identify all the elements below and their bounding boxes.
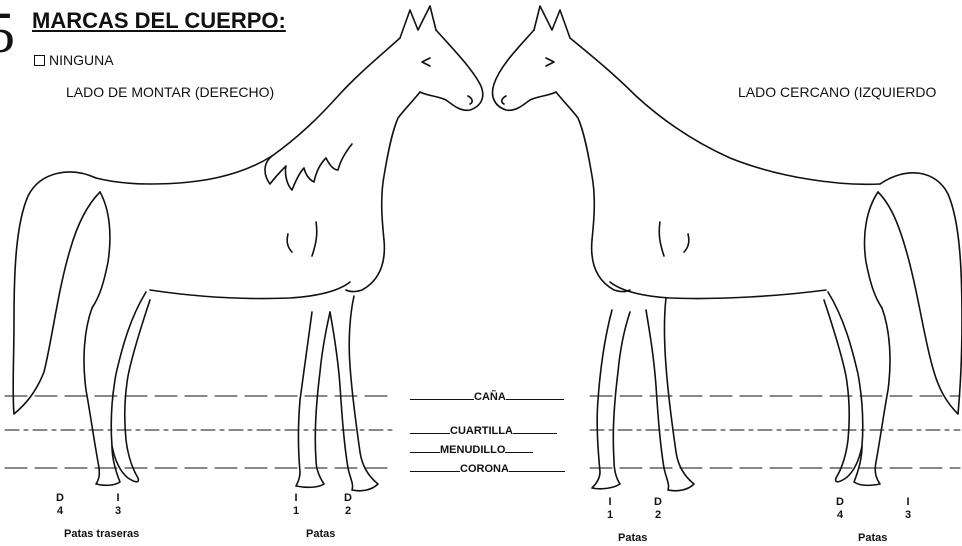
mane-back [570, 38, 880, 184]
hind-legs-title: Patas [858, 532, 887, 544]
section-title: MARCAS DEL CUERPO: [32, 8, 286, 34]
none-checkbox[interactable] [34, 55, 45, 66]
section-number: 5 [0, 4, 15, 62]
eye [546, 58, 554, 66]
zone-cuartilla: CUARTILLA [410, 424, 580, 437]
zone-menudillo-label: MENUDILLO [440, 444, 505, 456]
nostril [468, 96, 472, 104]
zone-corona: CORONA [410, 462, 580, 475]
front-legs-title: Patas [618, 532, 647, 544]
ears [534, 6, 570, 38]
head-front [420, 30, 483, 110]
zone-corona-label: CORONA [460, 463, 509, 475]
ears [400, 6, 436, 38]
tail [13, 172, 100, 414]
mane [265, 38, 400, 190]
none-option[interactable]: NINGUNA [34, 52, 114, 68]
horse-right-side [13, 6, 483, 491]
horse-left-side [493, 6, 962, 491]
hind-legs-title: Patas traseras [64, 528, 139, 540]
nostril [502, 96, 506, 104]
tail [878, 173, 962, 414]
zone-menudillo: MENUDILLO [410, 443, 580, 456]
right-side-label: LADO DE MONTAR (DERECHO) [66, 84, 274, 100]
zone-cana: CAÑA [410, 390, 580, 403]
eye [422, 58, 430, 66]
left-side-label: LADO CERCANO (IZQUIERDO [738, 84, 936, 100]
front-legs-title: Patas [306, 528, 335, 540]
none-option-label: NINGUNA [49, 52, 114, 68]
zone-cana-label: CAÑA [474, 391, 506, 403]
zone-cuartilla-label: CUARTILLA [450, 425, 513, 437]
